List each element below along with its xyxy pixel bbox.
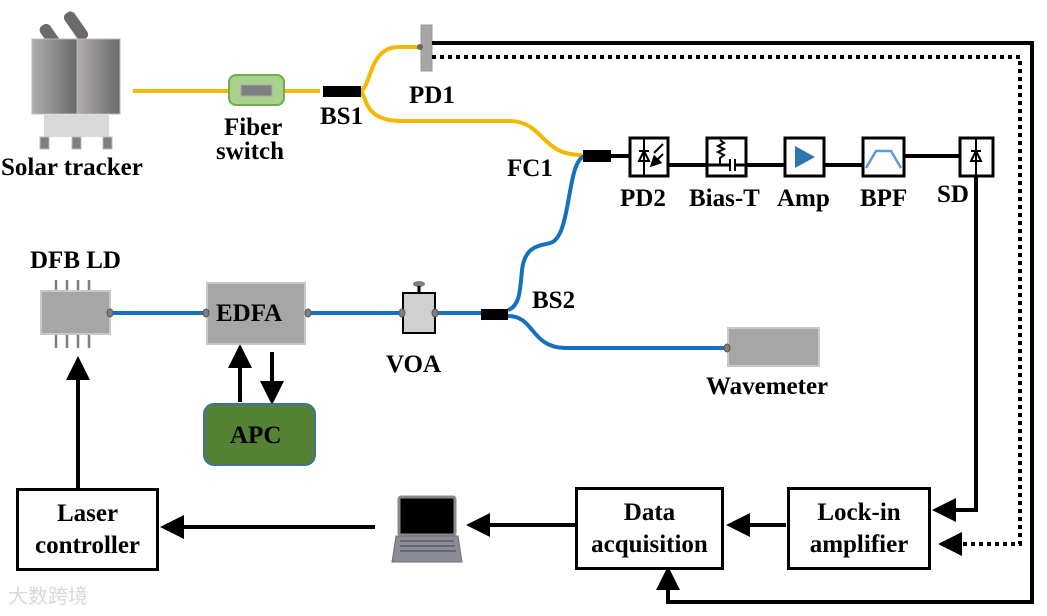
fc1-coupler	[583, 150, 611, 162]
laser-controller-label-2: controller	[34, 531, 141, 559]
data-acquisition-label-2: acquisition	[591, 530, 708, 558]
amplifier-icon	[783, 136, 826, 178]
dfb-ld-label: DFB LD	[30, 247, 121, 274]
pd1-port	[417, 44, 423, 50]
fc1-label: FC1	[507, 155, 553, 182]
bpf-label: BPF	[860, 185, 908, 212]
laser-controller-box: Laser controller	[16, 488, 159, 571]
bias-t-icon	[705, 136, 748, 178]
sd-label: SD	[937, 181, 969, 208]
fiber-switch-label-2: switch	[216, 138, 285, 165]
laser-fiber	[112, 154, 726, 350]
lock-in-label-2: amplifier	[809, 530, 909, 558]
bpf-icon	[861, 136, 906, 178]
pd2-label: PD2	[620, 185, 666, 212]
data-acquisition-label-1: Data	[623, 499, 676, 527]
laptop-icon	[391, 495, 463, 563]
edfa-label: EDFA	[216, 300, 283, 327]
bs2-coupler	[481, 309, 508, 320]
bs1-coupler	[323, 86, 361, 97]
solar-tracker-label: Solar tracker	[1, 154, 143, 181]
edfa-icon	[202, 282, 312, 345]
sd-icon	[958, 136, 995, 178]
apc-label: APC	[230, 422, 282, 449]
apc-box	[203, 403, 316, 466]
pd2-icon	[628, 136, 670, 178]
amp-label: Amp	[777, 185, 830, 212]
fiber-switch-icon	[228, 74, 285, 106]
wavemeter-label: Wavemeter	[706, 373, 829, 400]
laser-controller-label-1: Laser	[56, 500, 119, 528]
pd1-label: PD1	[409, 82, 455, 109]
bias-t-label: Bias-T	[689, 185, 760, 212]
lock-in-amplifier-box: Lock-in amplifier	[787, 487, 931, 570]
bs2-label: BS2	[532, 287, 576, 314]
solar-tracker-icon	[31, 11, 121, 150]
feedback-lines	[66, 41, 1034, 604]
data-acquisition-box: Data acquisition	[575, 487, 724, 570]
voa-label: VOA	[386, 351, 442, 378]
fiber-switch-label-1: Fiber	[224, 114, 283, 141]
watermark: 大数跨境	[8, 584, 88, 608]
voa-icon	[398, 281, 439, 334]
sunlight-fiber	[133, 44, 583, 157]
wavemeter-icon	[723, 327, 820, 367]
lock-in-label-1: Lock-in	[817, 499, 901, 527]
rf-signal-line	[611, 154, 960, 167]
bs1-label: BS1	[320, 103, 364, 130]
dfb-ld-icon	[40, 280, 114, 348]
